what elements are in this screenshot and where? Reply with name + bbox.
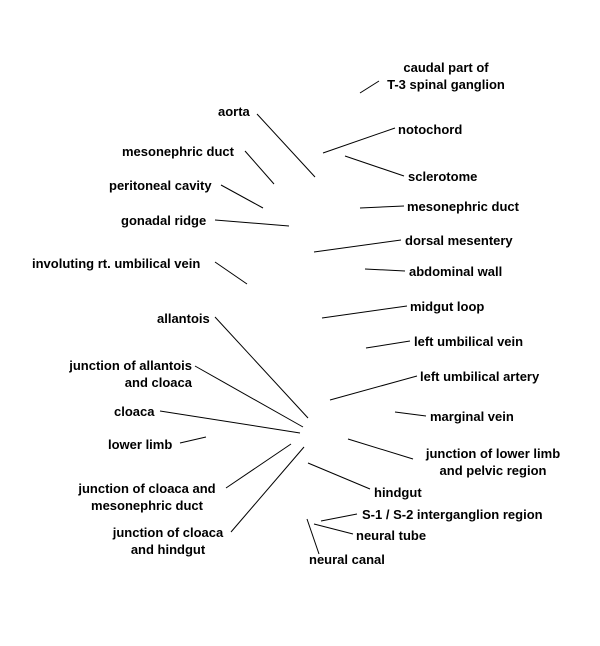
label-gonadal-ridge: gonadal ridge [121,213,207,228]
leader-mesonephric-right [359,205,405,209]
leader-cloaca [159,410,301,434]
label-s1-s2-interganglion: S-1 / S-2 interganglion region [362,507,543,522]
label-aorta: aorta [218,104,250,119]
label-lower-limb: lower limb [108,437,173,452]
leader-involuting [214,261,248,285]
leader-allantois [214,316,309,419]
leader-sclerotome [344,155,405,177]
leader-left-umb-vein [365,340,411,349]
leader-caudal-t3 [359,80,380,94]
leader-abdominal-wall [364,268,406,272]
label-abdominal-wall: abdominal wall [409,264,503,279]
leader-junction-lower-limb [347,438,414,460]
label-junction-lower-limb-pelvic: junction of lower limb and pelvic region [425,446,561,478]
leader-neural-tube [313,523,354,535]
label-caudal-t3: caudal part of T-3 spinal ganglion [387,60,505,92]
leader-s1s2 [320,513,358,522]
label-peritoneal-cavity: peritoneal cavity [109,178,212,193]
leader-mesonephric-left [244,150,275,185]
leader-notochord [322,127,396,154]
label-dorsal-mesentery: dorsal mesentery [405,233,513,248]
label-mesonephric-duct-right: mesonephric duct [407,199,519,214]
label-midgut-loop: midgut loop [410,299,485,314]
leader-lower-limb [179,436,207,444]
label-neural-tube: neural tube [356,528,427,543]
label-junction-cloaca-mesonephric: junction of cloaca and mesonephric duct [78,481,216,513]
label-marginal-vein: marginal vein [430,409,514,424]
label-involuting-umbilical-vein: involuting rt. umbilical vein [32,256,201,271]
leader-junction-allantois [194,365,304,428]
label-junction-allantois-cloaca: junction of allantois and cloaca [69,358,192,390]
label-neural-canal: neural canal [309,552,385,567]
label-left-umbilical-vein: left umbilical vein [414,334,524,349]
leader-peritoneal [220,184,264,209]
label-junction-cloaca-hindgut: junction of cloaca and hindgut [112,525,224,557]
label-notochord: notochord [398,122,463,137]
leader-gonadal [214,219,290,227]
leader-midgut [321,305,408,319]
leader-aorta [256,113,316,178]
leader-junction-cloaca-meso [225,443,292,489]
label-mesonephric-duct-left: mesonephric duct [122,144,234,159]
leader-junction-cloaca-hind [230,446,305,533]
leader-left-umb-artery [329,375,418,401]
label-left-umbilical-artery: left umbilical artery [420,369,540,384]
leader-marginal-vein [394,411,427,417]
leader-neural-canal [306,518,320,555]
leader-dorsal-mesentery [313,239,402,253]
label-cloaca: cloaca [114,404,155,419]
label-allantois: allantois [157,311,210,326]
label-hindgut: hindgut [374,485,422,500]
label-sclerotome: sclerotome [408,169,478,184]
leader-hindgut [307,462,371,490]
